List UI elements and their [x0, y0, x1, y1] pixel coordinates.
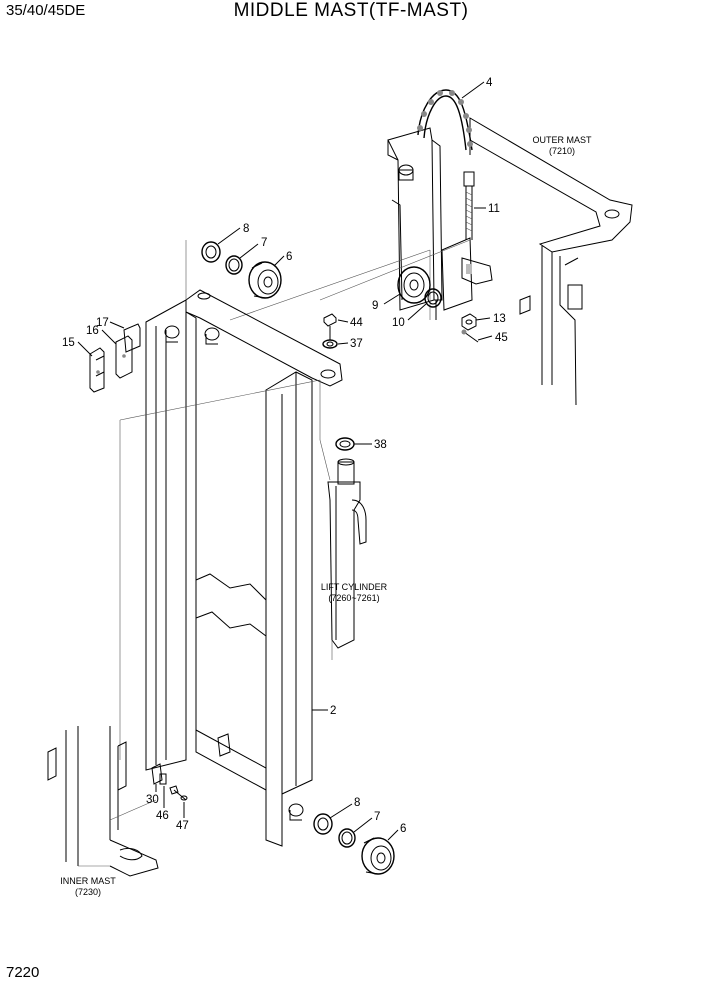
page-number: 7220	[6, 964, 40, 981]
part-label-30: 30	[146, 794, 159, 806]
chain-sheave	[397, 266, 442, 308]
part-label-cylinder-washer: 38	[374, 439, 387, 451]
left-bracket-set	[89, 323, 141, 393]
part-label-roller-lower: 6	[400, 823, 406, 835]
part-label-bracket-16: 16	[86, 325, 99, 337]
part-label-washer-lower: 8	[354, 797, 360, 809]
part-label-bolt: 44	[350, 317, 363, 329]
part-label-47: 47	[176, 820, 189, 832]
part-number-labels: 4 11 8 7 6 9 10 13 45 44 37 17 16 15 38 …	[62, 77, 508, 835]
outer-mast-drawing	[229, 117, 633, 406]
lift-cylinder-drawing	[319, 439, 367, 660]
chain-anchor-bolt	[463, 171, 475, 240]
part-label-roller-upper: 6	[286, 251, 292, 263]
part-label-washer-bolt: 37	[350, 338, 363, 350]
part-label-middle-mast: 2	[330, 705, 336, 717]
lift-cylinder-code: (7260~7261)	[328, 593, 379, 603]
part-label-anchor-bolt: 11	[488, 203, 500, 215]
reference-captions: OUTER MAST (7210) LIFT CYLINDER (7260~72…	[60, 135, 592, 897]
part-label-chain: 4	[486, 77, 493, 89]
part-label-pin: 45	[495, 332, 508, 344]
middle-mast-drawing	[119, 240, 343, 847]
upper-roller-set	[201, 241, 282, 299]
inner-mast-code: (7230)	[75, 887, 101, 897]
lower-fastener-set	[151, 763, 188, 801]
cylinder-top-washer	[335, 437, 355, 451]
top-bolt-and-washer	[322, 313, 338, 349]
part-label-washer-upper: 8	[243, 223, 249, 235]
outer-mast-caption: OUTER MAST	[532, 135, 592, 145]
part-label-sheave-ring: 10	[392, 317, 405, 329]
lift-cylinder-caption: LIFT CYLINDER	[321, 582, 388, 592]
part-label-46: 46	[156, 810, 169, 822]
part-label-shim-upper: 7	[261, 237, 267, 249]
page-title: MIDDLE MAST(TF-MAST)	[233, 0, 469, 21]
nut-and-pin	[461, 313, 479, 343]
chain	[417, 89, 473, 151]
leader-lines	[77, 81, 493, 841]
outer-mast-code: (7210)	[549, 146, 575, 156]
part-label-bracket-15: 15	[62, 337, 75, 349]
inner-mast-caption: INNER MAST	[60, 876, 116, 886]
part-label-sheave: 9	[372, 300, 378, 312]
inner-mast-drawing	[47, 726, 159, 877]
model-number: 35/40/45DE	[6, 2, 86, 19]
part-label-shim-lower: 7	[374, 811, 380, 823]
lower-roller-set	[313, 813, 395, 875]
part-label-nut: 13	[493, 313, 506, 325]
part-label-bracket-17: 17	[96, 317, 109, 329]
